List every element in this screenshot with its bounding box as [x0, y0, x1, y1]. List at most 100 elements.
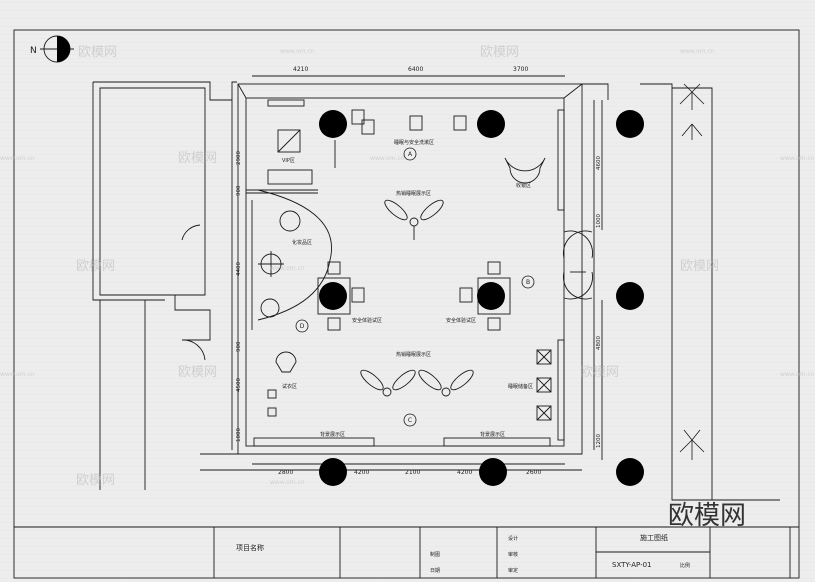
- column: [477, 110, 505, 138]
- dim-top-3: 3700: [513, 66, 528, 73]
- column: [319, 458, 347, 486]
- sofa: [267, 169, 313, 185]
- column: [616, 110, 644, 138]
- watermark-small: www.om.cn: [780, 371, 815, 378]
- chair: [351, 287, 365, 303]
- storage-box: [536, 405, 552, 421]
- outer-wall-left: [92, 82, 165, 301]
- round-table: [260, 298, 280, 318]
- right-outer-wall: [640, 83, 780, 501]
- dim-right-3: 4800: [596, 336, 602, 350]
- dim-left-6: 1000: [236, 428, 242, 442]
- marker-d-circle: [295, 319, 309, 333]
- marker-d: D: [300, 323, 305, 330]
- zone-cashier: 收银区: [516, 182, 531, 189]
- outer-wall-top-left: [93, 81, 237, 101]
- counter-bottom-left: [253, 437, 375, 447]
- right-planter-wall: [672, 87, 713, 500]
- vip-table: [277, 129, 301, 153]
- dim-top-2: 6400: [408, 66, 423, 73]
- corridor-walls: [99, 300, 146, 490]
- entry-wall: [174, 295, 211, 341]
- right-window-top: [557, 109, 565, 211]
- columns: [319, 110, 644, 486]
- small-stool: [267, 407, 277, 417]
- dim-left-5: 4500: [236, 378, 242, 392]
- experience-table-left: [317, 277, 351, 315]
- bottom-wall: [200, 453, 582, 471]
- dim-top-1: 4210: [293, 66, 308, 73]
- dim-bottom-3: 2100: [405, 469, 420, 476]
- watermark: 欧模网: [680, 259, 719, 274]
- cashier-curve: [257, 189, 332, 321]
- storage-box: [536, 349, 552, 365]
- watermark: 欧模网: [178, 365, 217, 380]
- display-unit: [453, 115, 467, 131]
- watermark-small: www.om.cn: [680, 48, 715, 55]
- fan-display-top: [384, 199, 444, 240]
- display-unit: [361, 119, 375, 135]
- fan-display-bottom-right: [418, 369, 474, 397]
- watermark-small: www.om.cn: [270, 479, 305, 486]
- dim-left-4: 900: [236, 341, 242, 352]
- partition-vip: [246, 189, 318, 194]
- zone-bottom-mid: 热销睡眠展示区: [396, 351, 431, 358]
- dim-right-4: 1200: [596, 434, 602, 448]
- marker-c: C: [408, 417, 412, 424]
- col-approve: 审定: [508, 567, 518, 574]
- col-check: 审核: [508, 551, 518, 558]
- drawing-number: SXTY-AP-01: [612, 561, 652, 569]
- watermark-small: www.om.cn: [780, 155, 815, 162]
- watermark-logo: 欧模网: [668, 501, 746, 531]
- door-arc-left-2: [181, 339, 206, 361]
- zone-left-center: 安全体验试区: [352, 317, 382, 324]
- chair: [487, 261, 501, 275]
- wall-corners: [237, 83, 583, 99]
- top-shelf: [267, 99, 305, 107]
- north-label: N: [30, 46, 37, 56]
- storage-box-cross: [536, 349, 552, 421]
- fan-display-bottom-left: [360, 369, 416, 397]
- door-arc-left: [181, 224, 201, 241]
- dim-left-1: 2900: [236, 151, 242, 165]
- column: [319, 282, 347, 310]
- dim-bottom-2: 4200: [354, 469, 369, 476]
- watermark: 欧模网: [76, 473, 115, 488]
- plant-bottom: [679, 429, 705, 460]
- cashier-table: [279, 210, 301, 232]
- column: [616, 458, 644, 486]
- right-outer-top: [582, 83, 609, 100]
- right-door-arcs-2: [563, 230, 593, 300]
- column: [616, 282, 644, 310]
- marker-b-circle: [521, 275, 535, 289]
- left-room: [99, 87, 206, 296]
- right-window-bottom: [557, 339, 565, 441]
- dim-bottom-1: 2800: [278, 469, 293, 476]
- marker-a: A: [408, 151, 413, 158]
- right-door-arcs: [563, 230, 593, 300]
- small-stool: [267, 389, 277, 399]
- marker-c-circle: [403, 413, 417, 427]
- dim-left-3: 4400: [236, 262, 242, 276]
- dim-right-2: 1000: [596, 214, 602, 228]
- storage-box: [536, 377, 552, 393]
- display-unit: [409, 115, 423, 131]
- reception-desk: [504, 157, 546, 184]
- dim-bottom-5: 2600: [526, 469, 541, 476]
- vip-table-diag: [277, 129, 301, 153]
- zone-vip: VIP区: [282, 158, 295, 164]
- watermark: 欧模网: [580, 365, 619, 380]
- zone-top-mid: 热销睡眠展示区: [396, 190, 431, 197]
- zone-left-mid: 化妆品区: [292, 239, 312, 246]
- marker-b: B: [526, 279, 530, 286]
- watermark-small: www.om.cn: [280, 48, 315, 55]
- counter-bottom-right: [443, 437, 551, 447]
- column: [477, 282, 505, 310]
- col-date: 日期: [430, 568, 440, 574]
- chair: [327, 261, 341, 275]
- col-draw: 制图: [430, 551, 440, 558]
- watermark-small: www.om.cn: [370, 155, 405, 162]
- fitting-chair: [275, 351, 297, 373]
